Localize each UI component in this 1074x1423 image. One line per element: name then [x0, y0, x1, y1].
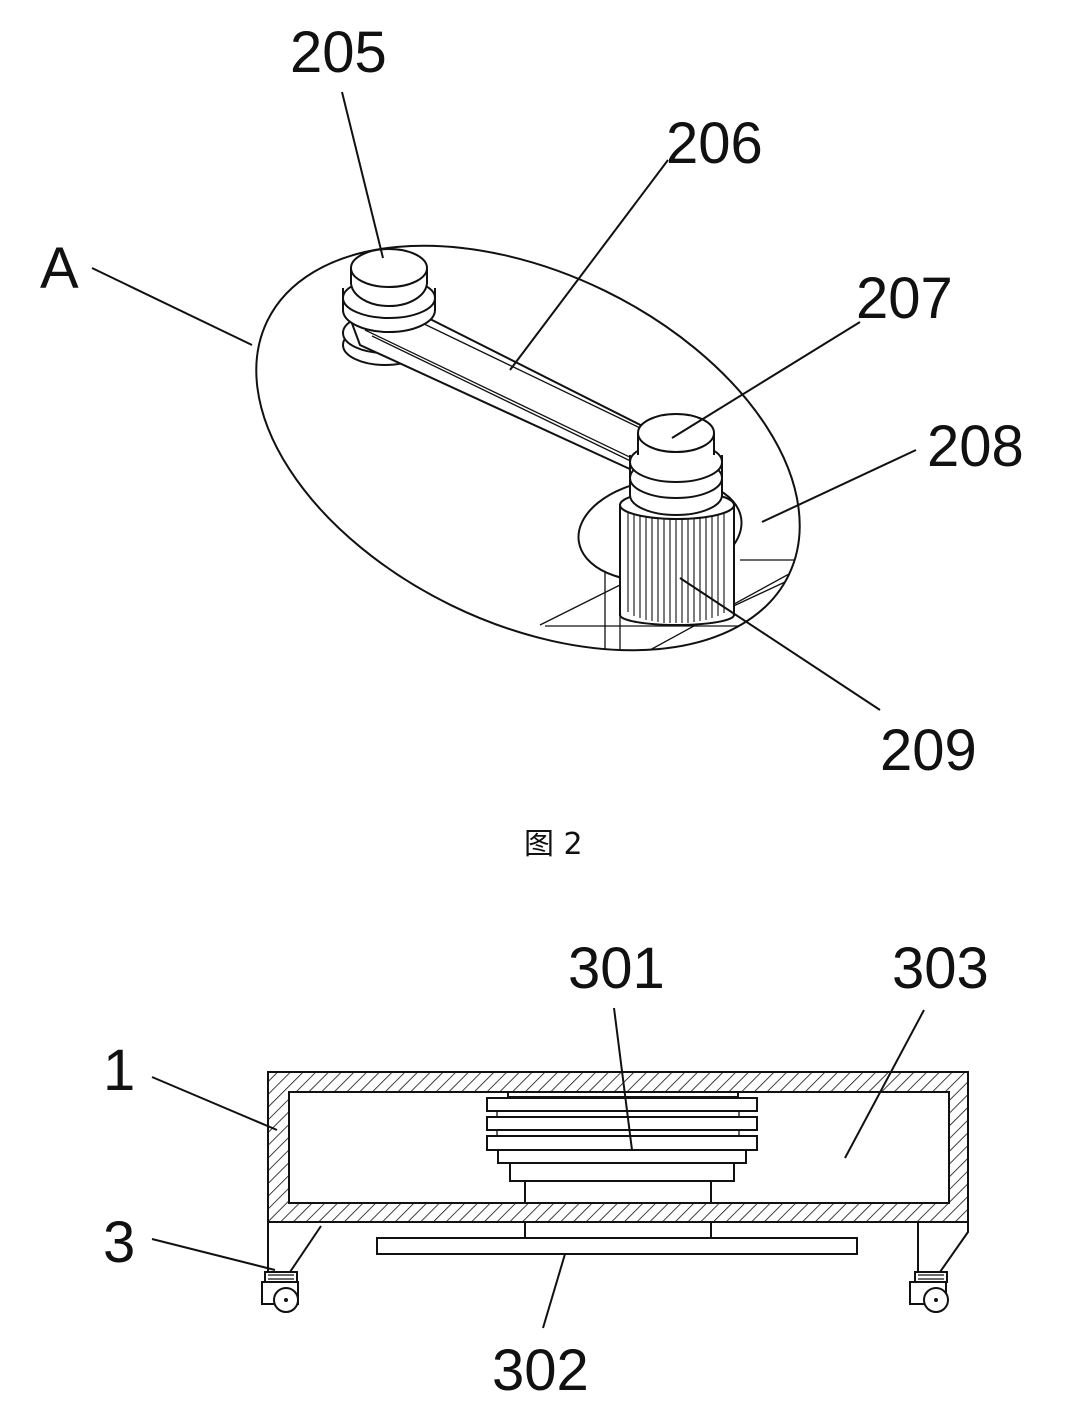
leader-lines-fig2	[91, 91, 917, 711]
label-a: A	[40, 236, 79, 301]
motor-209	[619, 490, 735, 626]
label-205: 205	[290, 20, 387, 85]
label-3: 3	[103, 1210, 135, 1275]
label-206: 206	[666, 111, 763, 176]
figure-caption: 图 2	[524, 827, 583, 862]
pulley-205	[342, 248, 436, 333]
label-301: 301	[568, 936, 665, 1001]
label-208: 208	[927, 414, 1024, 479]
caster-right	[909, 1222, 969, 1313]
base-plate-302	[376, 1221, 858, 1255]
label-207: 207	[856, 266, 953, 331]
stacked-plates-301	[486, 1091, 758, 1204]
label-209: 209	[880, 718, 977, 783]
label-302: 302	[492, 1338, 589, 1403]
figure-2: 205 206 207 208 209 A 图 2	[40, 20, 1024, 862]
leader-lines-fig3	[151, 1007, 925, 1329]
detail-ellipse-a	[255, 244, 801, 652]
label-1: 1	[103, 1038, 135, 1103]
label-303: 303	[892, 936, 989, 1001]
figure-3: 301 303 1 3 302	[103, 936, 989, 1403]
caster-3-left	[261, 1222, 322, 1313]
pulley-207	[629, 413, 723, 516]
